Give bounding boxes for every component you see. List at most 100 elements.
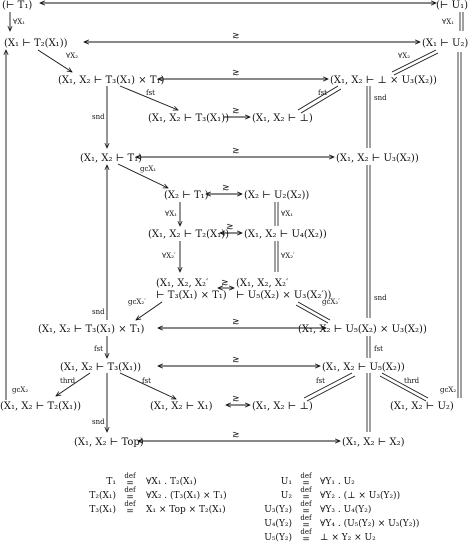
edge-thrd-left (56, 372, 91, 396)
def-right-sym-4: def (300, 528, 313, 536)
edge-thrd-right-b (379, 375, 427, 402)
relation-row7: ≳ (221, 278, 229, 288)
node-n5-right: (X₂ ⊢ U₂(X₂)) (244, 190, 309, 201)
node-n5-left: (X₂ ⊢ T₁) (164, 190, 209, 201)
label-gc-x2-left: gcX₂ (12, 386, 28, 394)
node-top-left: (⊢ T₁) (2, 0, 32, 11)
label-fst-upper-right: fst (318, 89, 327, 97)
label-fst-lower-left: fst (94, 345, 103, 353)
def-right-sym-3: def (300, 514, 313, 522)
label-snd-mid-left: snd (92, 308, 105, 316)
node-n8-left: (X₁, X₂ ⊢ T₃(X₁) × T₁) (38, 324, 144, 335)
def-left-sym-0: def (124, 472, 137, 480)
node-n10-far-right: (X₁, X₂ ⊢ U₂) (390, 401, 454, 412)
label-inner-forall-x1: ∀X₁ (165, 210, 177, 218)
relation-row1: ≳ (232, 31, 240, 41)
definitions-left: T₁ def = ∀X₁ . T₂(X₁) T₂(X₁) def = ∀X₂ .… (89, 472, 226, 517)
def-left-rhs-2: X₁ × Top × T₂(X₁) (146, 504, 226, 515)
label-forall-x2-prime: ∀X₂′ (162, 252, 176, 260)
node-n4-left: (X₁, X₂ ⊢ T₁) (80, 153, 142, 164)
label-forall-x2-left: ∀X₂ (66, 52, 78, 60)
def-left-lhs-1: T₂(X₁) (89, 490, 116, 501)
label-snd-upper-left: snd (92, 113, 105, 121)
label-forall-x2-right: ∀X₂ (398, 52, 410, 60)
definitions-right: U₁ def = ∀Y₁ . U₂ U₂ def = ∀Y₂ . (⊥ × U₃… (264, 472, 419, 543)
def-right-rhs-2: ∀Y₃ . U₄(Y₂) (320, 504, 371, 515)
edge-gc-x2-prime-right-b (295, 304, 329, 324)
def-right-sym-2: def (300, 500, 313, 508)
def-right-eq-4: = (302, 535, 310, 543)
node-n11-right: (X₁, X₂ ⊢ X₂) (342, 437, 405, 448)
definitions: T₁ def = ∀X₁ . T₂(X₁) T₂(X₁) def = ∀X₂ .… (89, 472, 419, 543)
node-n10-far-left: (X₁, X₂ ⊢ T₂(X₁)) (0, 401, 81, 412)
label-snd-upper-right: snd (374, 94, 387, 102)
def-right-eq-1: = (302, 493, 310, 503)
node-n3-left: (X₁, X₂ ⊢ T₃(X₁)) (148, 113, 229, 124)
def-right-eq-0: = (302, 479, 310, 489)
relation-symbols: ≳ ≳ ≳ ≳ ≳ ≳ ≳ ≳ ≳ ≳ ≳ ≳ (221, 0, 240, 440)
relation-row8: ≳ (232, 317, 240, 327)
def-right-lhs-1: U₂ (281, 491, 293, 501)
def-right-rhs-4: ⊥ × Y₂ × U₂ (320, 533, 376, 543)
def-left-eq-2: = (126, 507, 134, 517)
label-thrd-left: thrd (60, 377, 76, 385)
def-left-rhs-1: ∀X₂ . (T₃(X₁) × T₁) (146, 490, 227, 501)
node-n6-left: (X₁, X₂ ⊢ T₂(X₁)) (148, 229, 229, 240)
edge-fst-n9-left (119, 372, 176, 400)
node-n9-right: (X₁, X₂ ⊢ U₅(X₂)) (322, 362, 405, 373)
node-n8-right: (X₁, X₂ ⊢ U₅(X₂) × U₃(X₂)) (298, 324, 427, 335)
node-n7-right-line2: ⊢ U₅(X₂) × U₃(X₂′)) (236, 290, 332, 301)
label-forall-x1-right: ∀X₁ (442, 18, 454, 26)
relation-top: ≳ (232, 0, 240, 2)
def-left-sym-2: def (124, 500, 137, 508)
label-gc-x1: gcX₁ (140, 165, 156, 173)
relation-row11: ≳ (232, 430, 240, 440)
def-left-rhs-0: ∀X₁ . T₂(X₁) (146, 476, 197, 487)
node-n6-right: (X₁, X₂ ⊢ U₄(X₂)) (244, 229, 327, 240)
node-n1-left: (X₁ ⊢ T₂(X₁)) (4, 38, 68, 49)
node-n3-right: (X₁, X₂ ⊢ ⊥) (252, 113, 313, 124)
node-n11-left: (X₁, X₂ ⊢ Top) (74, 437, 144, 448)
def-left-eq-1: = (126, 493, 134, 503)
edge-fst-right-b (300, 88, 342, 114)
label-thrd-right: thrd (404, 377, 420, 385)
def-right-lhs-2: U₃(Y₂) (264, 504, 292, 515)
edge-fst-right-a (297, 85, 339, 111)
label-forall-x1-left: ∀X₁ (13, 18, 25, 26)
relation-row9: ≳ (232, 355, 240, 365)
nodes: (⊢ T₁) (⊢ U₁) (X₁ ⊢ T₂(X₁)) (X₁ ⊢ U₂) (X… (0, 0, 468, 448)
label-gc-x2-prime-left: gcX₂′ (128, 298, 146, 306)
def-right-lhs-0: U₁ (281, 477, 292, 487)
node-n9-left: (X₁, X₂ ⊢ T₃(X₁)) (60, 362, 141, 373)
label-forall-x2-prime-hat: ∀X₂′ (281, 252, 295, 260)
edges (6, 3, 464, 441)
node-n2-left: (X₁, X₂ ⊢ T₃(X₁) × T₁) (58, 75, 164, 86)
edge-labels: ∀X₁ ∀X₁ ∀X₂ ∀X₂ fst fst snd snd gcX₁ ∀X₁… (12, 18, 456, 426)
def-right-eq-2: = (302, 507, 310, 517)
edge-fst-n9-right-a (303, 372, 353, 399)
edge-gc-x1 (117, 163, 168, 189)
edge-forall-x2-right-a (391, 49, 437, 73)
def-right-sym-0: def (300, 472, 313, 480)
edge-gc-x2-prime-left (136, 301, 163, 320)
label-inner-forall-x1-hat: ∀X₁ (281, 210, 293, 218)
node-top-right: (⊢ U₁) (436, 0, 468, 11)
label-fst-n9-right: fst (316, 377, 325, 385)
def-right-rhs-3: ∀Y₄ . (U₅(Y₂) × U₃(Y₂)) (320, 518, 419, 529)
edge-fst-n9-right-b (306, 375, 356, 402)
relation-row10: ≳ (232, 394, 240, 404)
label-gc-x2-right: gcX₂ (440, 386, 456, 394)
label-fst-n9-left: fst (142, 377, 151, 385)
label-gc-x2-prime-right: gcX₂′ (322, 298, 340, 306)
edge-forall-x2-right-b (393, 52, 439, 76)
relation-row5: ≳ (222, 183, 230, 193)
def-right-lhs-3: U₄(Y₂) (264, 518, 292, 529)
node-n10-left: (X₁, X₂ ⊢ X₁) (150, 401, 213, 412)
node-n7-left-line1: (X₁, X₂, X₂′ (156, 278, 209, 289)
relation-row6: ≳ (226, 222, 234, 232)
def-right-eq-3: = (302, 521, 310, 531)
edge-gc-x2-prime-right-a (297, 301, 331, 321)
node-n7-right-line1: (X₁, X₂, X₂′ (236, 278, 289, 289)
